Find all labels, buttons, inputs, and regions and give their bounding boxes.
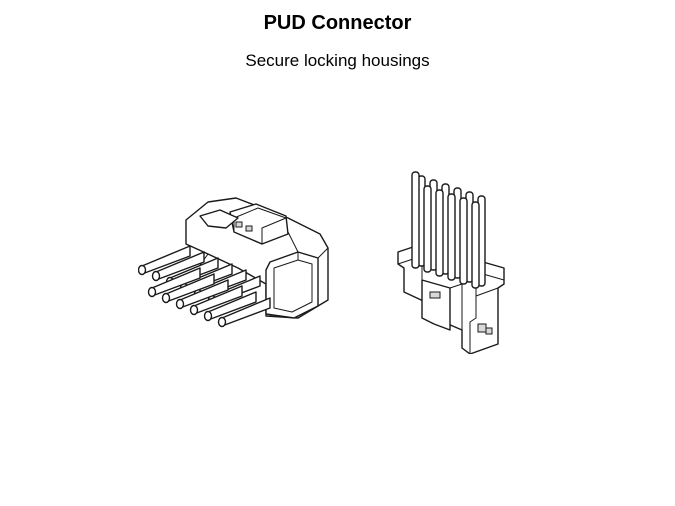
slide-title: PUD Connector xyxy=(263,12,412,34)
pin-header-connector-icon xyxy=(397,171,505,354)
wire-harness-connector-icon xyxy=(138,197,329,328)
slide-subtitle: Secure locking housings xyxy=(245,51,430,70)
